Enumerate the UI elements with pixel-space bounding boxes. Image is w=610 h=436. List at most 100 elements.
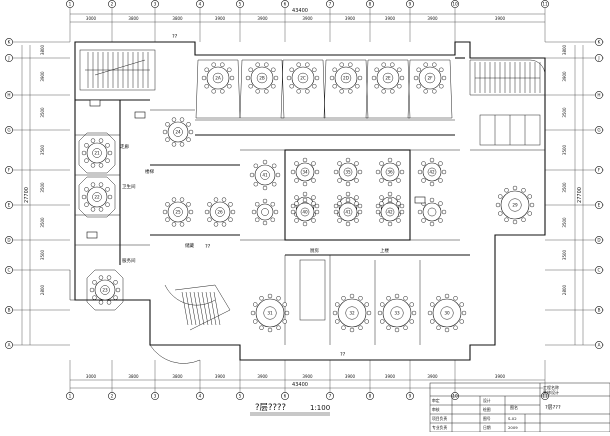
lazy-susan [508, 198, 522, 212]
chair [337, 161, 342, 166]
chair [311, 218, 316, 223]
dimension-label: 3900 [427, 16, 438, 21]
chair [179, 117, 185, 122]
dimension-label: 3500 [562, 182, 567, 193]
chair [98, 300, 104, 305]
chair [357, 169, 363, 175]
grid-bubble-label: D [597, 238, 600, 243]
bottom-room-walls [284, 254, 470, 345]
chair [204, 84, 209, 89]
grid-bubble [5, 38, 13, 46]
chair [186, 217, 191, 222]
chair [355, 84, 360, 89]
chair [403, 325, 408, 330]
grid-bubble [595, 91, 603, 99]
grid-bubble-label: 9 [409, 2, 412, 7]
chair [416, 67, 421, 72]
banquet-room-table: 33 [377, 293, 417, 333]
chair [286, 75, 292, 81]
chair [250, 310, 256, 316]
chair [432, 62, 437, 67]
lazy-susan [343, 167, 353, 177]
chair [271, 181, 277, 187]
drawing-scale: 1:100 [310, 404, 330, 412]
private-room-table: 2B [245, 62, 279, 94]
chair [314, 209, 320, 215]
stair-tread [201, 291, 209, 326]
lazy-susan [385, 167, 395, 177]
chair [453, 325, 458, 330]
side-room-table: 26 [204, 197, 236, 227]
chair [421, 161, 426, 166]
grid-bubble-label: K [8, 40, 11, 45]
grid-bubble [108, 392, 116, 400]
chair [345, 197, 351, 203]
label-toilet: 卫生间 [122, 183, 136, 190]
grid-bubble [595, 266, 603, 274]
chair [430, 319, 435, 324]
dimension-label: 3500 [40, 107, 45, 118]
grid-bubble [108, 0, 116, 8]
grid-bubble-label: F [8, 168, 11, 173]
chair [312, 84, 317, 89]
octagonal-room [78, 132, 116, 174]
dimension-label: 3800 [172, 374, 183, 379]
chair [179, 222, 185, 227]
title-block-cell: 设计 [483, 398, 491, 403]
round-table [376, 66, 400, 90]
chair [421, 218, 426, 223]
dimension-label: 3900 [385, 16, 396, 21]
lazy-susan [424, 72, 436, 84]
lazy-susan [345, 306, 359, 320]
grid-bubble [5, 306, 13, 314]
chair [364, 302, 369, 307]
lazy-susan [427, 207, 437, 217]
top-room-walls [195, 119, 455, 136]
grid-bubble-label: 6 [284, 2, 287, 7]
grid-bubble-label: 3 [154, 394, 157, 399]
dimension-label: 3900 [215, 16, 226, 21]
chair [409, 302, 414, 307]
chair [438, 161, 443, 166]
chair [387, 191, 393, 197]
grid-bubble [236, 392, 244, 400]
grid-bubble-label: 4 [199, 394, 202, 399]
grid-bubble-label: 8 [369, 394, 372, 399]
stair-bottom-left [164, 284, 231, 331]
chair [381, 62, 386, 67]
chair [105, 202, 110, 207]
chair [345, 221, 351, 227]
chair [179, 142, 185, 147]
grid-bubble-label: E [8, 203, 11, 208]
grid-bubble-label: D [7, 238, 10, 243]
chair [255, 62, 260, 67]
stair-tread [193, 291, 201, 326]
lazy-susan [256, 72, 268, 84]
dimension-label: 3500 [562, 217, 567, 228]
chair [399, 203, 405, 209]
chair [271, 163, 277, 169]
chair [296, 62, 301, 67]
title-block-cell: 项目负责 [432, 416, 447, 421]
dimension-label: 3900 [302, 374, 313, 379]
hall-table: 40 [290, 197, 320, 227]
overall-height-left: 27700 [24, 187, 30, 203]
chair [358, 296, 363, 301]
chair [375, 209, 381, 215]
room-number: 2B [259, 76, 265, 81]
grid-bubble [5, 166, 13, 174]
chair [409, 319, 414, 324]
chair [441, 169, 447, 175]
chair [248, 84, 253, 89]
grid-bubble-label: H [597, 93, 600, 98]
chair [374, 67, 379, 72]
dimension-label: 3900 [427, 374, 438, 379]
grid-bubble-label: 11 [542, 2, 548, 7]
chair [221, 222, 227, 227]
chair [271, 84, 276, 89]
chair [314, 75, 320, 81]
chair [332, 67, 337, 72]
chair [411, 310, 417, 316]
